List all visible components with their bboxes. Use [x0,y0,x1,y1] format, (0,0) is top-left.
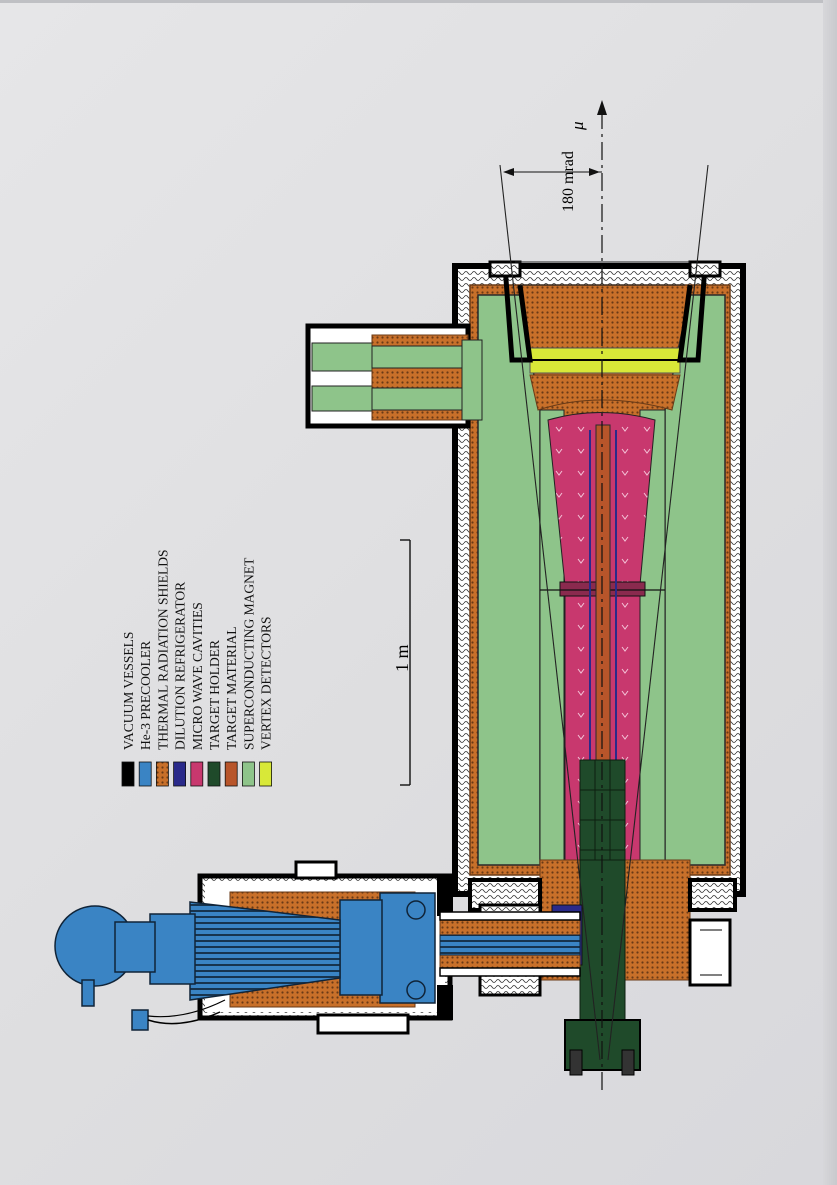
legend-swatch [207,761,221,787]
legend-swatch [138,761,152,787]
angle-dimension: 180 mrad [503,151,602,212]
legend-label: VERTEX DETECTORS [259,616,274,750]
legend-label: VACUUM VESSELS [121,632,136,750]
angle-label: 180 mrad [560,151,577,212]
legend-label: SUPERCONDUCTING MAGNET [241,557,256,750]
scale-bar: 1 m [392,539,412,786]
refrigerator-assembly [54,860,581,1035]
legend-swatch [241,761,255,787]
legend-label: DILUTION REFRIGERATOR [173,582,188,750]
legend-swatch [190,761,204,787]
legend-swatch [173,761,187,787]
beam-axis: μ [568,100,607,1090]
legend-label: TARGET MATERIAL [224,626,239,750]
legend-swatch [259,761,273,787]
beam-label: μ [568,121,587,131]
beam-window [488,164,722,1061]
beam-arrow-icon [597,100,607,115]
scale-bar-label: 1 m [392,644,412,672]
legend-label: MICRO WAVE CAVITIES [190,602,205,750]
legend-label: THERMAL RADIATION SHIELDS [155,550,170,751]
legend-label: TARGET HOLDER [207,640,222,750]
legend-swatch [155,761,169,787]
legend-label: He-3 PRECOOLER [138,641,153,750]
legend-swatch [121,761,135,787]
legend-swatch [224,761,238,787]
side-turret [305,323,483,429]
